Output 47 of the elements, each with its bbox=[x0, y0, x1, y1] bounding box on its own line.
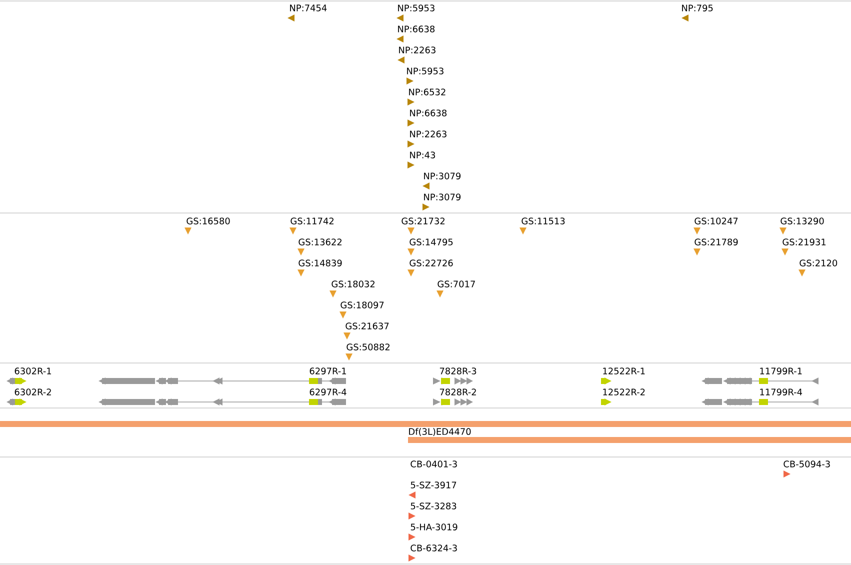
feature-label: GS:16580 bbox=[186, 218, 230, 224]
feature-label: 6302R-2 bbox=[14, 388, 51, 396]
feature-label: GS:22726 bbox=[410, 260, 453, 266]
feature-label: 11799R-1 bbox=[760, 368, 802, 374]
feature-label: 5-SZ-3917 bbox=[410, 482, 456, 488]
feature-label: 12522R-1 bbox=[603, 368, 645, 374]
feature-label: 5-HA-3019 bbox=[410, 524, 458, 530]
feature-label: NP:3079 bbox=[424, 194, 461, 200]
feature-label: CB-6324-3 bbox=[410, 544, 457, 552]
feature-label: NP:7454 bbox=[290, 4, 327, 12]
feature-label: 12522R-2 bbox=[603, 388, 645, 396]
feature-label: GS:11742 bbox=[290, 218, 334, 224]
feature-label: GS:11513 bbox=[522, 218, 565, 224]
feature-label: GS:10247 bbox=[694, 218, 738, 224]
feature-label: NP:6638 bbox=[398, 26, 435, 32]
feature-label: 7828R-2 bbox=[440, 388, 476, 396]
feature-label: GS:21637 bbox=[346, 322, 389, 330]
feature-label: GS:13290 bbox=[780, 218, 824, 224]
feature-label: GS:18032 bbox=[332, 280, 374, 288]
feature-label: GS:21789 bbox=[694, 238, 738, 246]
feature-label: GS:14795 bbox=[410, 238, 453, 246]
feature-label: Df(3L)ED4470 bbox=[409, 428, 471, 436]
feature-label: NP:795 bbox=[682, 4, 713, 12]
feature-label: NP:2263 bbox=[410, 130, 446, 138]
feature-label: GS:13622 bbox=[298, 238, 342, 246]
feature-label: NP:6638 bbox=[410, 110, 447, 116]
feature-label: 5-SZ-3283 bbox=[410, 502, 456, 510]
feature-label: CB-5094-3 bbox=[784, 460, 830, 468]
feature-label: CB-0401-3 bbox=[410, 460, 457, 468]
feature-label: GS:2120 bbox=[800, 260, 838, 266]
feature-label: GS:50882 bbox=[346, 344, 390, 350]
feature-label: NP:2263 bbox=[399, 46, 436, 54]
feature-label: 7828R-3 bbox=[440, 368, 476, 374]
feature-label: GS:7017 bbox=[438, 280, 475, 288]
feature-label: 11799R-4 bbox=[760, 388, 802, 396]
feature-label: GS:21931 bbox=[782, 238, 826, 246]
feature-label: NP:3079 bbox=[424, 172, 461, 180]
feature-label: 6302R-1 bbox=[14, 368, 51, 374]
feature-label: GS:14839 bbox=[298, 260, 342, 266]
feature-label: NP:5953 bbox=[398, 4, 434, 12]
feature-label: 6297R-1 bbox=[310, 368, 346, 374]
feature-label: GS:18097 bbox=[340, 302, 384, 308]
feature-label: GS:21732 bbox=[402, 218, 444, 224]
feature-label: NP:5953 bbox=[407, 68, 444, 74]
feature-label: NP:6532 bbox=[409, 88, 446, 96]
feature-label: 6297R-4 bbox=[310, 388, 346, 396]
feature-label: NP:43 bbox=[410, 152, 436, 158]
